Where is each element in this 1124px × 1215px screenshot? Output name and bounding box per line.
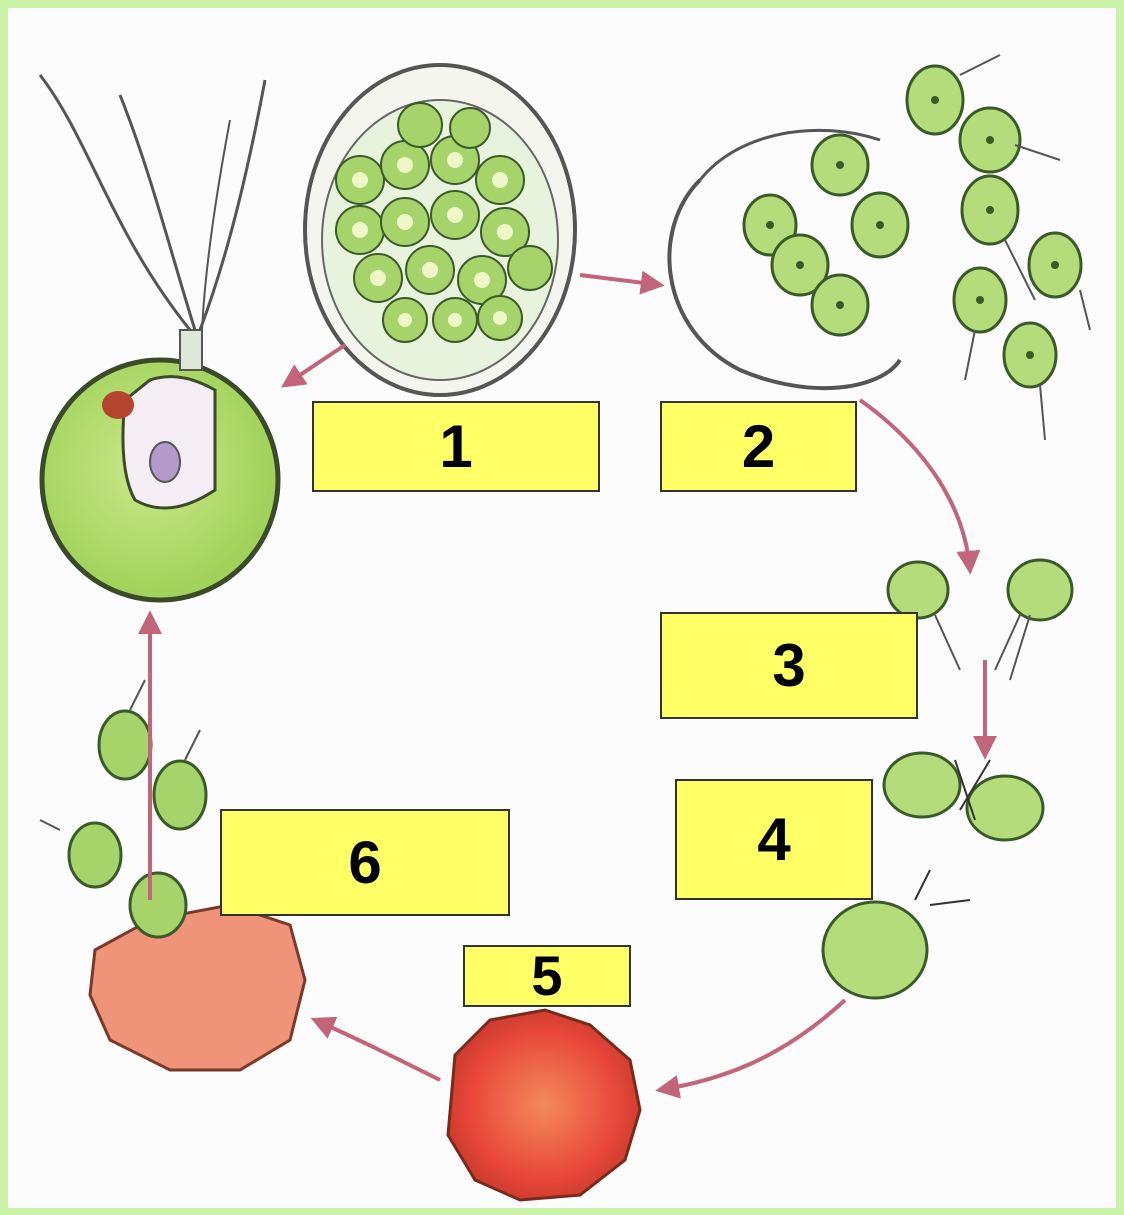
stage-label-1: 1 — [312, 401, 600, 492]
cyst-with-spores — [305, 65, 575, 395]
adult-cell — [40, 75, 278, 600]
stage-label-3: 3 — [660, 612, 918, 719]
stage-label-4: 4 — [675, 779, 873, 900]
stage-label-6: 6 — [220, 809, 510, 916]
zygote — [448, 1010, 640, 1200]
stage-label-2: 2 — [660, 401, 857, 492]
stage-label-5: 5 — [463, 945, 631, 1007]
released-zoospores — [669, 55, 1090, 440]
